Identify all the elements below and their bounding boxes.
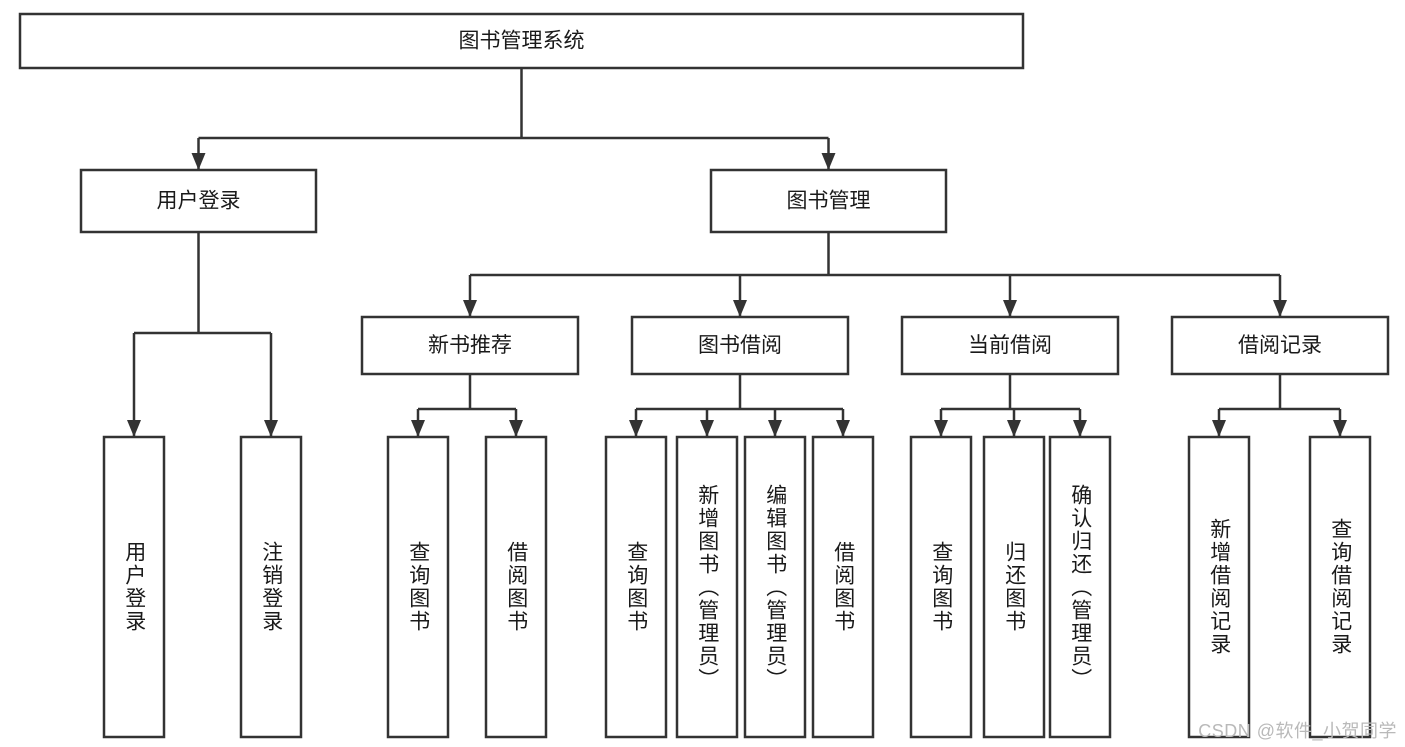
leaf-box-leaf-edit-book-admin[interactable]	[743, 435, 807, 739]
leaf-box-leaf-borrow-book-1[interactable]	[484, 435, 548, 739]
arrow-head-icon-leaf-return-book	[1007, 420, 1021, 437]
arrow-head-icon-leaf-user-logout	[264, 420, 278, 437]
arrow-head-icon-user-login	[191, 153, 206, 170]
watermark-text: CSDN @软件_小贺同学	[1198, 721, 1397, 741]
leaf-box-leaf-add-book-admin[interactable]	[675, 435, 739, 739]
node-label-current-borrow: 当前借阅	[968, 334, 1052, 357]
node-label-borrow-record: 借阅记录	[1238, 334, 1322, 357]
arrow-head-icon-leaf-query-book-3	[934, 420, 948, 437]
arrow-head-icon-leaf-borrow-book-2	[836, 420, 850, 437]
box-layer	[18, 12, 1390, 739]
leaf-box-leaf-query-borrow-record[interactable]	[1308, 435, 1372, 739]
node-box-book-borrow[interactable]	[630, 315, 850, 376]
arrow-head-icon-new-book-recommend	[463, 300, 477, 317]
leaf-box-leaf-query-book-1[interactable]	[386, 435, 450, 739]
arrow-head-icon-current-borrow	[1003, 300, 1017, 317]
node-label-root: 图书管理系统	[459, 30, 585, 53]
node-box-borrow-record[interactable]	[1170, 315, 1390, 376]
arrow-head-icon-borrow-record	[1273, 300, 1287, 317]
leaf-box-leaf-user-logout[interactable]	[239, 435, 303, 739]
leaf-box-leaf-return-book[interactable]	[982, 435, 1046, 739]
arrow-head-icon-leaf-edit-book-admin	[768, 420, 782, 437]
leaf-box-leaf-query-book-3[interactable]	[909, 435, 973, 739]
node-box-book-management[interactable]	[709, 168, 948, 234]
node-label-book-borrow: 图书借阅	[698, 334, 782, 357]
leaf-box-leaf-borrow-book-2[interactable]	[811, 435, 875, 739]
arrow-head-icon-book-borrow	[733, 300, 747, 317]
connector-layer	[127, 68, 1347, 437]
arrow-head-icon-leaf-add-borrow-record	[1212, 420, 1226, 437]
arrow-head-icon-leaf-query-borrow-record	[1333, 420, 1347, 437]
arrow-head-icon-book-management	[821, 153, 836, 170]
node-box-root[interactable]	[18, 12, 1025, 70]
node-label-book-management: 图书管理	[787, 190, 871, 213]
leaf-box-leaf-query-book-2[interactable]	[604, 435, 668, 739]
leaf-box-leaf-add-borrow-record[interactable]	[1187, 435, 1251, 739]
arrow-head-icon-leaf-confirm-return-admin	[1073, 420, 1087, 437]
arrow-head-icon-leaf-query-book-1	[411, 420, 425, 437]
arrow-head-icon-leaf-query-book-2	[629, 420, 643, 437]
leaf-box-leaf-user-login[interactable]	[102, 435, 166, 739]
node-label-new-book-recommend: 新书推荐	[428, 334, 512, 357]
node-box-current-borrow[interactable]	[900, 315, 1120, 376]
arrow-head-icon-leaf-user-login	[127, 420, 141, 437]
arrow-head-icon-leaf-borrow-book-1	[509, 420, 523, 437]
leaf-box-leaf-confirm-return-admin[interactable]	[1048, 435, 1112, 739]
arrow-head-icon-leaf-add-book-admin	[700, 420, 714, 437]
node-box-user-login[interactable]	[79, 168, 318, 234]
node-box-new-book-recommend[interactable]	[360, 315, 580, 376]
node-label-user-login: 用户登录	[157, 190, 241, 213]
